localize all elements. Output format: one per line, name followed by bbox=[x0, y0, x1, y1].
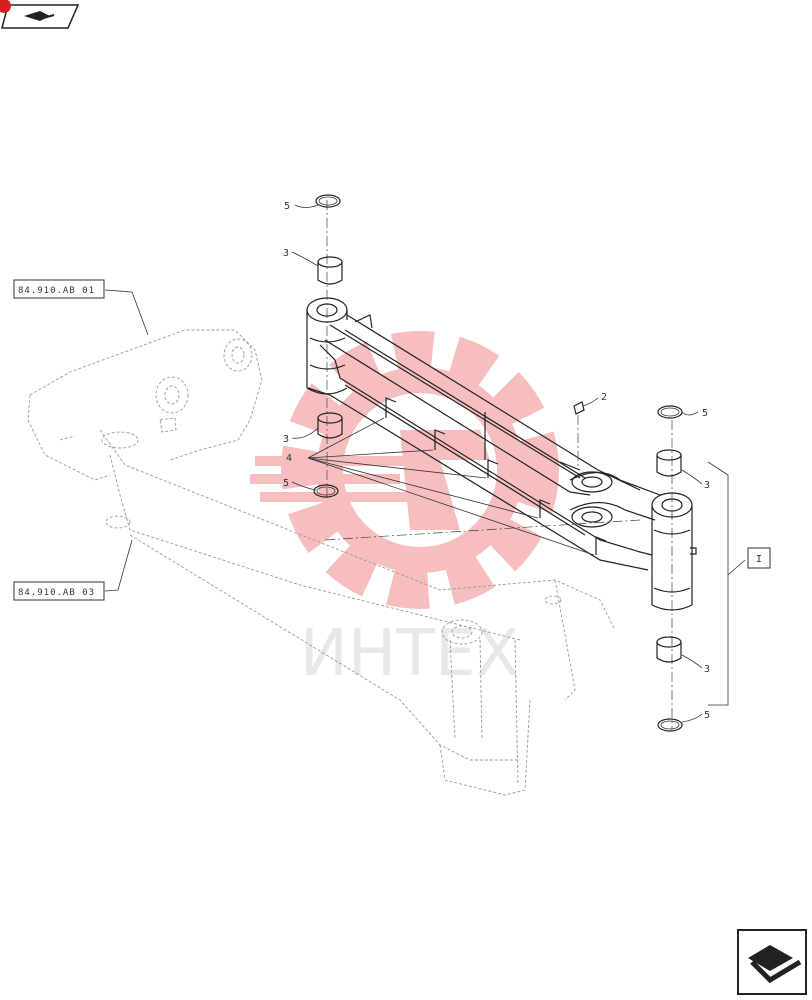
arm-assembly bbox=[306, 297, 697, 611]
bushing-bottom-right bbox=[656, 636, 682, 663]
callout-3-top: 3 bbox=[283, 248, 289, 259]
reference-link-bottom[interactable]: 84.910.AB 03 bbox=[13, 581, 105, 601]
callout-5-mid-left: 5 bbox=[283, 478, 289, 489]
reference-text-bottom: 84.910.AB 03 bbox=[18, 588, 95, 598]
bushing-top-left bbox=[317, 256, 343, 285]
reference-text-top: 84.910.AB 01 bbox=[18, 286, 95, 296]
callout-4: 4 bbox=[286, 453, 292, 464]
seal-bottom-right bbox=[657, 718, 683, 732]
bushing-mid-left bbox=[317, 412, 343, 439]
loader-frame-ghost bbox=[27, 329, 616, 796]
next-page-button[interactable] bbox=[737, 929, 807, 995]
gear-logo-icon bbox=[250, 331, 559, 609]
reference-link-top[interactable]: 84.910.AB 01 bbox=[13, 279, 105, 299]
callout-3-right-bottom: 3 bbox=[704, 664, 710, 675]
callout-5-right-bottom: 5 bbox=[704, 710, 710, 721]
seal-mid-left bbox=[313, 484, 339, 498]
watermark-text: ИНТЕХ bbox=[300, 617, 519, 691]
arrow-prev-icon bbox=[24, 11, 55, 21]
leader-lines bbox=[104, 204, 746, 723]
prev-page-tab[interactable] bbox=[0, 0, 80, 29]
arrow-next-icon bbox=[748, 945, 802, 984]
callout-2: 2 bbox=[601, 392, 607, 403]
callout-5-top: 5 bbox=[284, 201, 290, 212]
seal-top-left bbox=[315, 194, 341, 208]
nav-badge-icon bbox=[0, 0, 11, 13]
seal-top-right bbox=[657, 405, 683, 419]
center-lines bbox=[324, 200, 673, 730]
group-label-box: I bbox=[747, 547, 771, 569]
group-label: I bbox=[756, 554, 762, 565]
callout-5-right-top: 5 bbox=[702, 408, 708, 419]
bushing-top-right bbox=[656, 449, 682, 477]
callout-3-mid-left: 3 bbox=[283, 434, 289, 445]
callout-3-right-top: 3 bbox=[704, 480, 710, 491]
grease-fitting bbox=[573, 401, 585, 415]
